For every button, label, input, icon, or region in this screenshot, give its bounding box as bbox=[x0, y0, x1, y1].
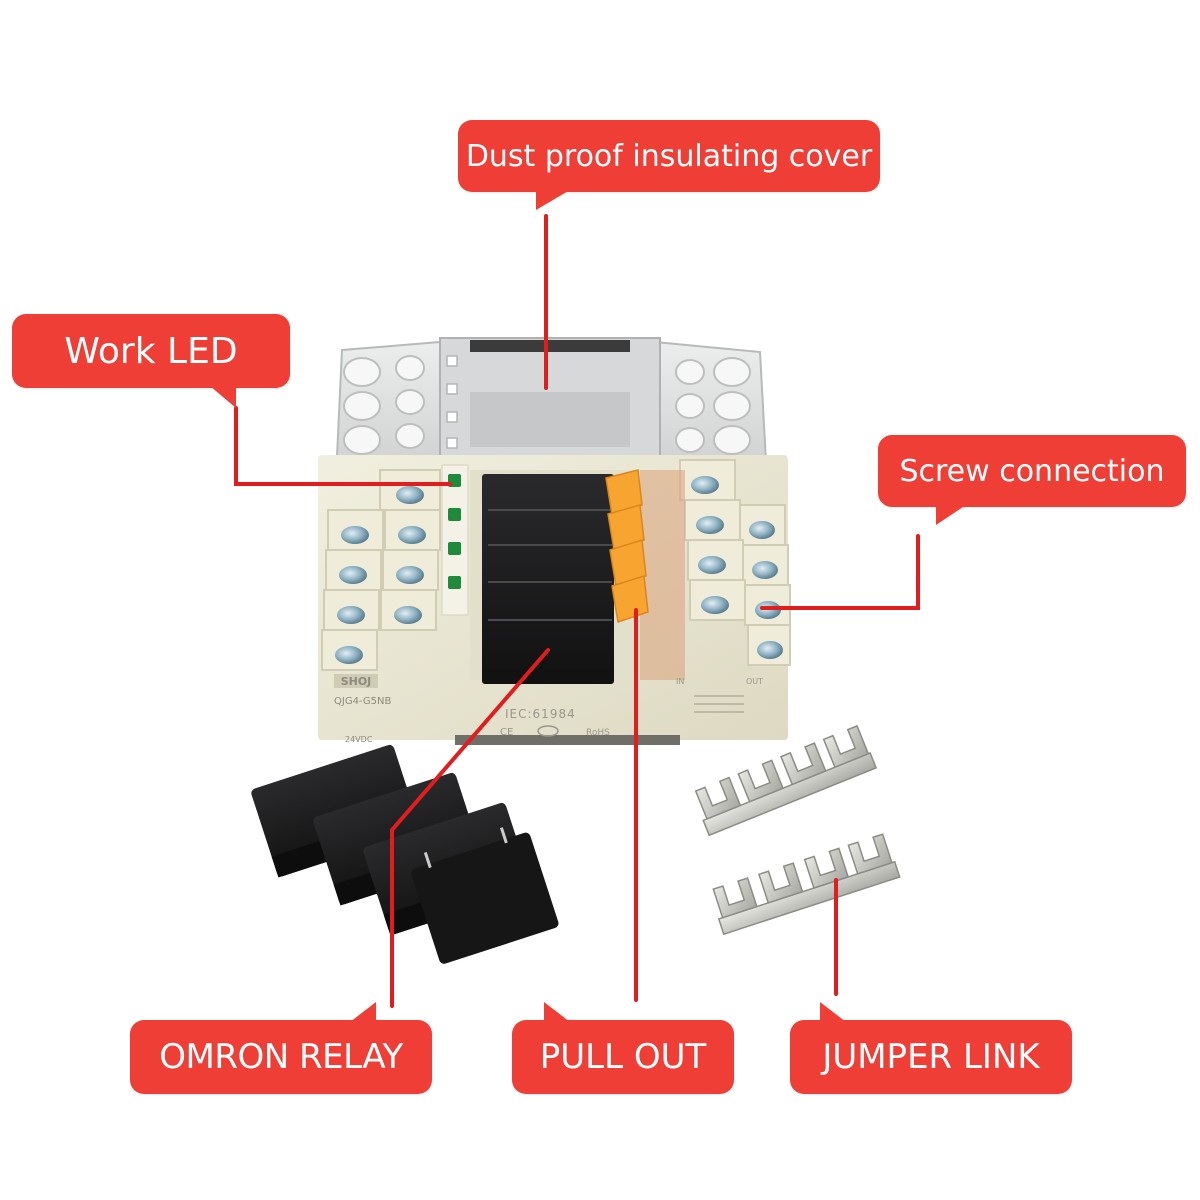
callout-label: Dust proof insulating cover bbox=[465, 138, 873, 174]
leader-work-led bbox=[234, 406, 452, 486]
callout-label: Screw connection bbox=[899, 453, 1165, 489]
rohs-mark: RoHS bbox=[586, 728, 610, 738]
jumper-links bbox=[694, 724, 901, 936]
standard-mark: IEC:61984 bbox=[505, 707, 576, 721]
callout-tail bbox=[210, 386, 236, 408]
callout-label: Work LED bbox=[64, 330, 238, 372]
base-markings: SHOJ QJG4-G5NB 24VDC IEC:61984 CE RoHS I… bbox=[334, 674, 763, 744]
loose-omron-relays bbox=[251, 744, 559, 964]
callout-tail bbox=[536, 190, 570, 210]
ce-mark: CE bbox=[500, 727, 513, 738]
installed-relays bbox=[482, 474, 614, 684]
callout-jumper-link: JUMPER LINK bbox=[790, 1002, 1072, 1094]
leader-lines bbox=[234, 214, 920, 1008]
leader-screw bbox=[760, 534, 920, 610]
callout-dust-proof-cover: Dust proof insulating cover bbox=[458, 120, 880, 210]
callout-screw-connection: Screw connection bbox=[878, 435, 1186, 525]
callout-label: JUMPER LINK bbox=[822, 1037, 1040, 1077]
leader-omron bbox=[390, 648, 550, 1008]
work-leds bbox=[448, 474, 461, 589]
pull-out-levers bbox=[605, 469, 649, 623]
brand-mark: SHOJ bbox=[341, 675, 372, 688]
callout-tail bbox=[544, 1002, 570, 1022]
voltage-mark: 24VDC bbox=[345, 735, 373, 744]
screw-terminals-left bbox=[335, 486, 426, 664]
in-label: IN bbox=[676, 677, 684, 686]
model-mark: QJG4-G5NB bbox=[334, 696, 391, 707]
callout-pull-out: PULL OUT bbox=[512, 1002, 734, 1094]
cert-mark-icon bbox=[537, 725, 559, 737]
callout-label: PULL OUT bbox=[539, 1037, 707, 1077]
callout-omron-relay: OMRON RELAY bbox=[130, 1002, 432, 1094]
callout-label: OMRON RELAY bbox=[159, 1037, 403, 1077]
out-label: OUT bbox=[746, 677, 763, 686]
callout-tail bbox=[936, 505, 966, 525]
callout-work-led: Work LED bbox=[12, 314, 290, 408]
callout-tail bbox=[820, 1002, 846, 1022]
callout-tail bbox=[350, 1002, 376, 1022]
